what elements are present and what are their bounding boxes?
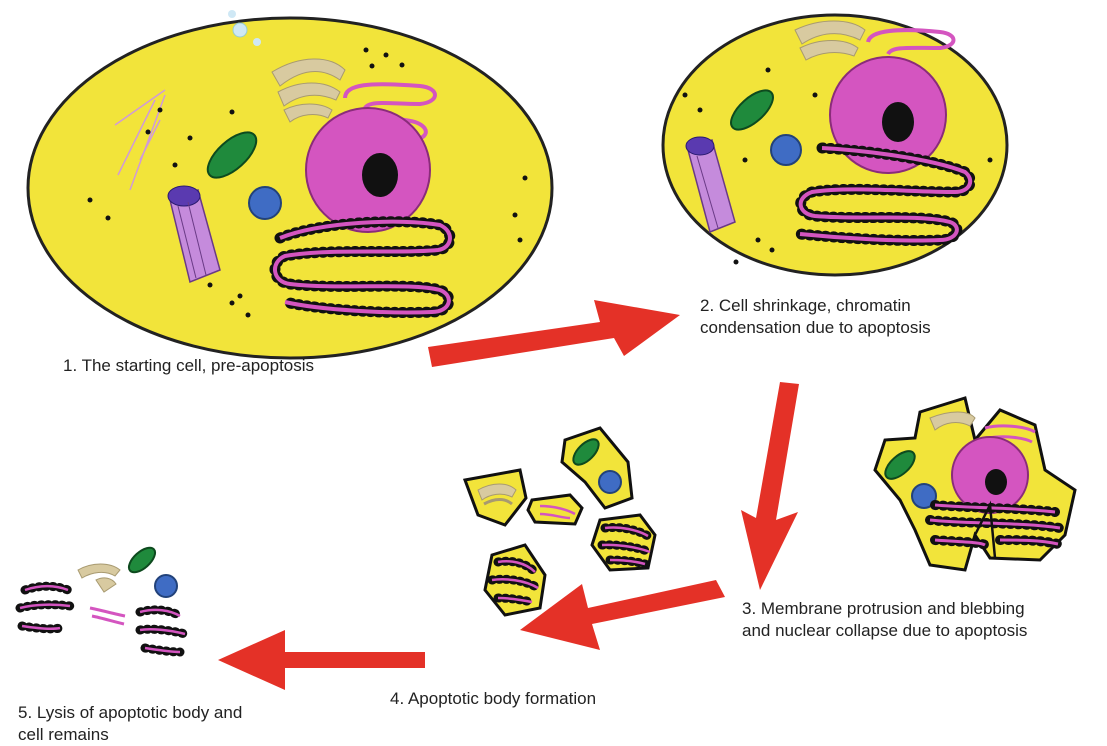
body-vesicle xyxy=(599,471,621,493)
step-1-caption: 1. The starting cell, pre-apoptosis xyxy=(63,355,314,377)
step-3-caption-line-2: and nuclear collapse due to apoptosis xyxy=(742,620,1027,642)
step-2-caption: 2. Cell shrinkage, chromatin condensatio… xyxy=(700,295,931,339)
step-4-caption-line-1: 4. Apoptotic body formation xyxy=(390,688,596,710)
stage-5-cell-remains xyxy=(20,543,185,652)
remains-vesicle xyxy=(155,575,177,597)
arrow-2-to-3 xyxy=(741,382,799,590)
step-5-caption-line-2: cell remains xyxy=(18,724,242,746)
step-1-caption-line-1: 1. The starting cell, pre-apoptosis xyxy=(63,355,314,377)
remains-mitochondrion xyxy=(125,543,159,576)
step-5-caption-line-1: 5. Lysis of apoptotic body and xyxy=(18,702,242,724)
body-golgi xyxy=(465,470,526,525)
arrow-3-to-4 xyxy=(520,580,725,650)
stage-4-apoptotic-bodies xyxy=(465,428,655,615)
cell-2-vesicle xyxy=(771,135,801,165)
step-5-caption: 5. Lysis of apoptotic body and cell rema… xyxy=(18,702,242,746)
cell-3-blebbing xyxy=(875,398,1075,570)
cell-2-nucleolus xyxy=(882,102,914,142)
cell-1-starting xyxy=(28,10,552,358)
step-3-caption: 3. Membrane protrusion and blebbing and … xyxy=(742,598,1027,642)
cell-1-vesicle xyxy=(249,187,281,219)
step-2-caption-line-1: 2. Cell shrinkage, chromatin xyxy=(700,295,931,317)
remains-smooth-er xyxy=(90,608,125,624)
body-smooth-er xyxy=(528,495,582,524)
step-3-caption-line-1: 3. Membrane protrusion and blebbing xyxy=(742,598,1027,620)
cell-2-shrinkage xyxy=(663,15,1007,275)
step-2-caption-line-2: condensation due to apoptosis xyxy=(700,317,931,339)
step-4-caption: 4. Apoptotic body formation xyxy=(390,688,596,710)
arrow-4-to-5 xyxy=(218,630,425,690)
cell-1-nucleolus xyxy=(362,153,398,197)
cell-3-nucleolus xyxy=(985,469,1007,495)
remains-golgi xyxy=(78,564,120,592)
